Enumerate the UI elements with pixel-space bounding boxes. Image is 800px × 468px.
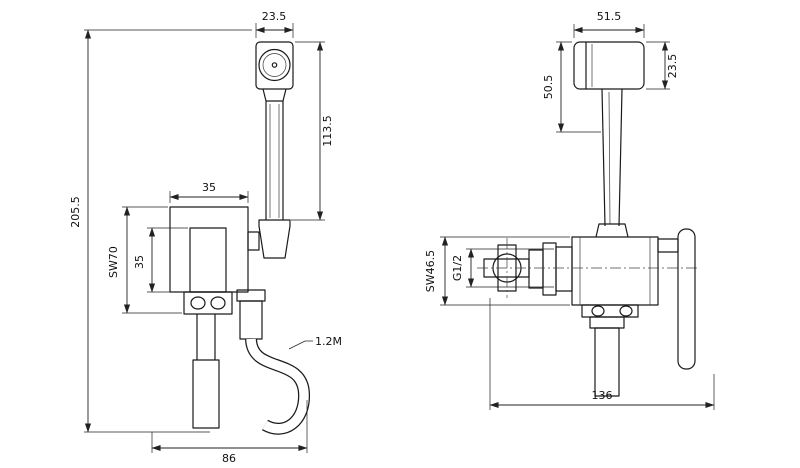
- dim-depth: 136: [489, 298, 715, 410]
- handle-holder: [247, 219, 291, 259]
- dim-handle-height-label: 113.5: [321, 115, 334, 147]
- dim-plate-width: 35: [169, 181, 249, 203]
- hose-length-label: 1.2M: [315, 335, 342, 348]
- outlet-thread: [192, 359, 220, 429]
- dim-head-length-label: 51.5: [597, 10, 622, 23]
- dim-bottom-width: 86: [151, 400, 308, 465]
- dim-bottom-width-label: 86: [222, 452, 236, 465]
- front-view: 23.5 113.5 205.5 35 SW70: [69, 10, 342, 465]
- sprayer-head-side: [573, 41, 645, 90]
- hose-side: [589, 316, 625, 397]
- dim-head-width-label: 23.5: [262, 10, 287, 23]
- dim-total-height: 205.5: [69, 29, 252, 433]
- dim-head-height: 23.5: [646, 41, 679, 90]
- lever-handle: [657, 228, 696, 370]
- hose-length-callout: 1.2M: [288, 335, 342, 350]
- dim-valve-flats: SW46.5: [424, 236, 570, 306]
- thread-size-label: G1/2: [451, 255, 464, 281]
- sprayer-handle-front: [265, 101, 284, 220]
- dim-thread-size: G1/2: [451, 248, 554, 288]
- dim-head-drop: 50.5: [542, 41, 601, 133]
- dim-inner-height: 35: [133, 227, 188, 293]
- dim-valve-flats-label: SW46.5: [424, 250, 437, 292]
- sprayer-head-front: [255, 41, 294, 102]
- hose-front: [236, 289, 310, 435]
- wall-plate: [169, 206, 249, 360]
- dim-head-drop-label: 50.5: [542, 75, 555, 100]
- dim-body-flats-label: SW70: [107, 246, 120, 278]
- dim-handle-height: 113.5: [291, 41, 334, 221]
- side-view: 51.5 23.5 50.5 SW46.5 G1/2: [424, 10, 715, 410]
- dim-plate-width-label: 35: [202, 181, 216, 194]
- dim-head-length: 51.5: [573, 10, 645, 38]
- valve-body: [571, 236, 659, 318]
- dim-head-height-label: 23.5: [666, 54, 679, 79]
- dim-body-flats: SW70: [107, 206, 182, 314]
- inlet-fitting: [477, 238, 700, 298]
- dim-head-width: 23.5: [255, 10, 294, 38]
- dim-inner-height-label: 35: [133, 255, 146, 269]
- dim-total-height-label: 205.5: [69, 196, 82, 228]
- dim-depth-label: 136: [592, 389, 613, 402]
- sprayer-handle-side: [595, 88, 629, 238]
